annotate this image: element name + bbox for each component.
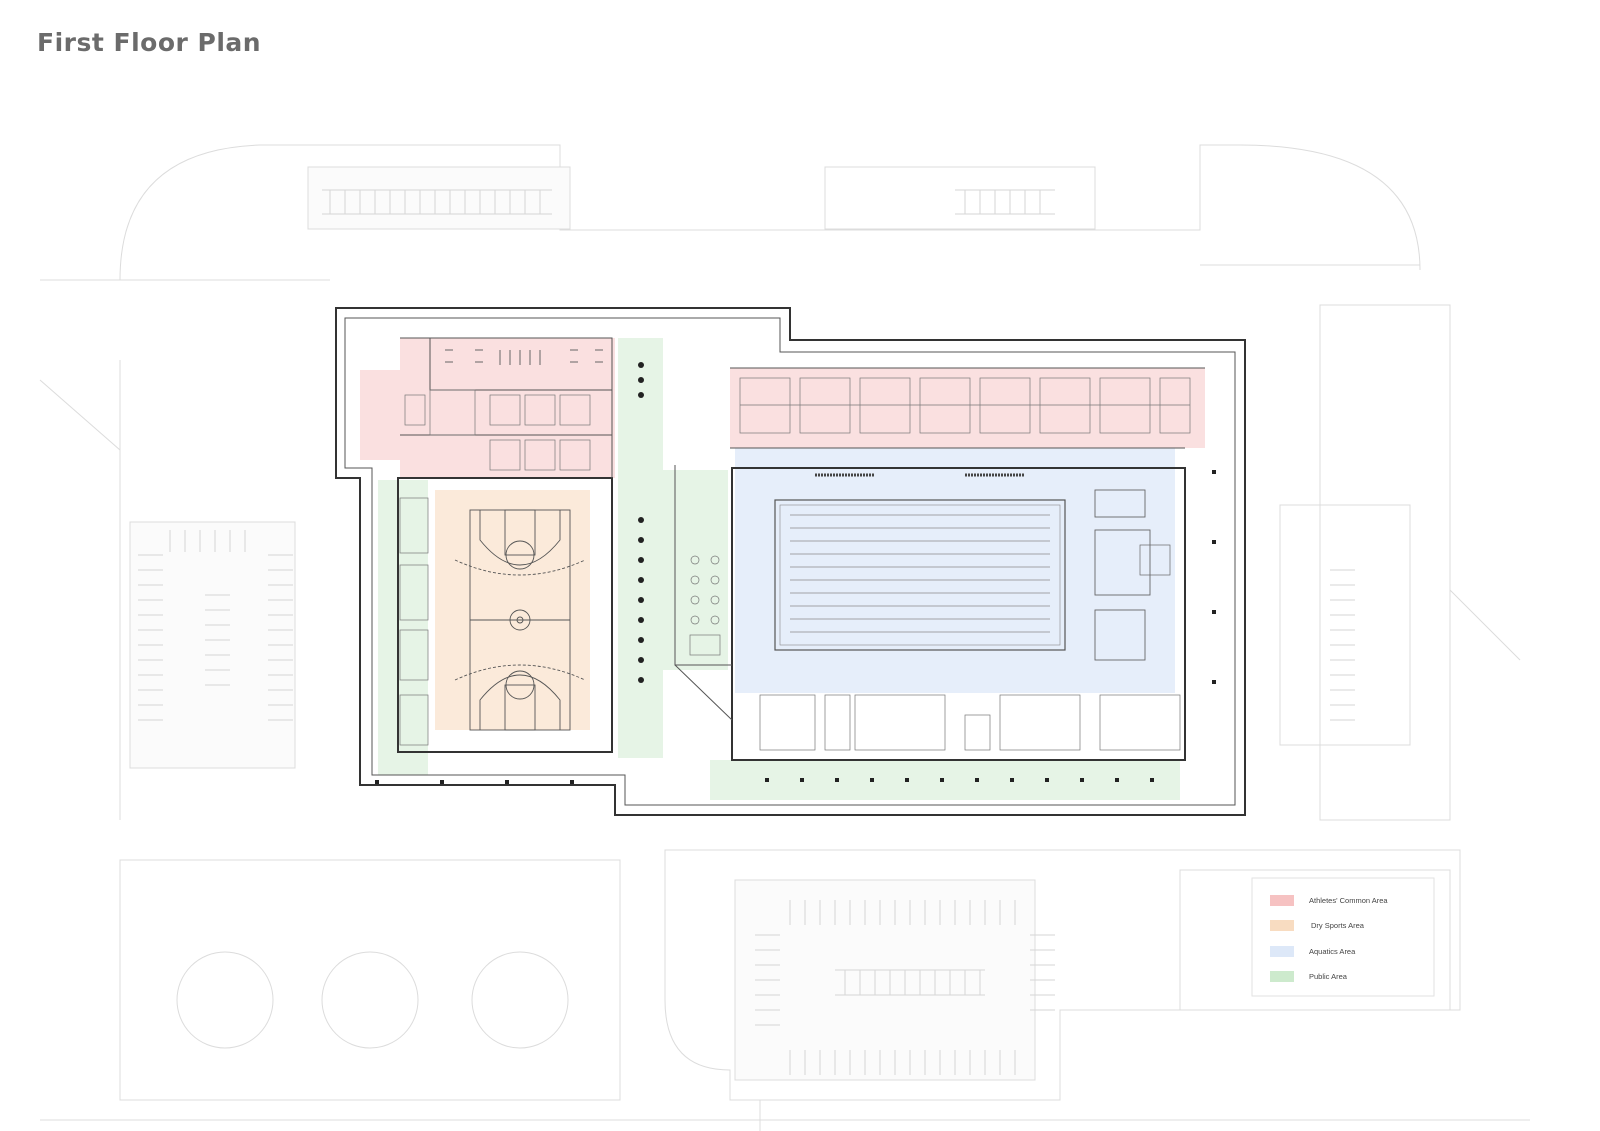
- legend-swatch-athletes-common: [1270, 895, 1294, 906]
- changing-rooms-west: [399, 497, 429, 746]
- zone-public-atrium: [618, 338, 663, 758]
- service-rooms-south: [759, 694, 1181, 751]
- competition-pool: [774, 473, 1171, 661]
- zone-dry-sports: [435, 490, 590, 730]
- zone-athletes-common-west: [360, 370, 400, 460]
- warmup-pool: [1094, 529, 1151, 596]
- basketball-court: [454, 509, 586, 731]
- legend-label-public: Public Area: [1309, 972, 1348, 981]
- legend-swatch-dry-sports: [1270, 920, 1294, 931]
- legend-item-public: Public Area: [1270, 971, 1348, 982]
- parking-stalls-context: [138, 189, 1355, 1075]
- zone-athletes-common-north: [400, 338, 615, 478]
- legend-swatch-aquatics: [1270, 946, 1294, 957]
- zone-fills: [360, 338, 1205, 800]
- zone-public-west: [378, 480, 428, 775]
- zone-public-south: [710, 760, 1180, 800]
- legend-item-aquatics: Aquatics Area: [1270, 946, 1356, 957]
- legend-label-athletes-common: Athletes' Common Area: [1309, 896, 1388, 905]
- zone-public-lobby: [663, 470, 728, 670]
- lobby-seating: [689, 555, 721, 656]
- site-context: [39, 144, 1530, 1131]
- legend: Athletes' Common Area Dry Sports Area Aq…: [1251, 877, 1435, 997]
- zone-athletes-common-east: [730, 368, 1205, 448]
- structural-columns: [375, 362, 1216, 784]
- plan-title: First Floor Plan: [37, 28, 262, 57]
- zone-aquatics: [735, 448, 1175, 693]
- building-walls: [335, 307, 1246, 816]
- legend-item-athletes-common: Athletes' Common Area: [1270, 895, 1388, 906]
- legend-label-dry-sports: Dry Sports Area: [1311, 921, 1365, 930]
- legend-swatch-public: [1270, 971, 1294, 982]
- diving-pool: [1094, 489, 1146, 518]
- fitness-equipment: [445, 349, 603, 365]
- legend-frame: [1251, 877, 1435, 997]
- legend-label-aquatics: Aquatics Area: [1309, 947, 1356, 956]
- training-pool: [1094, 609, 1146, 661]
- locker-room-cells: [404, 377, 1191, 471]
- legend-item-dry-sports: Dry Sports Area: [1270, 920, 1365, 931]
- pool-lane-lines: [790, 514, 1050, 633]
